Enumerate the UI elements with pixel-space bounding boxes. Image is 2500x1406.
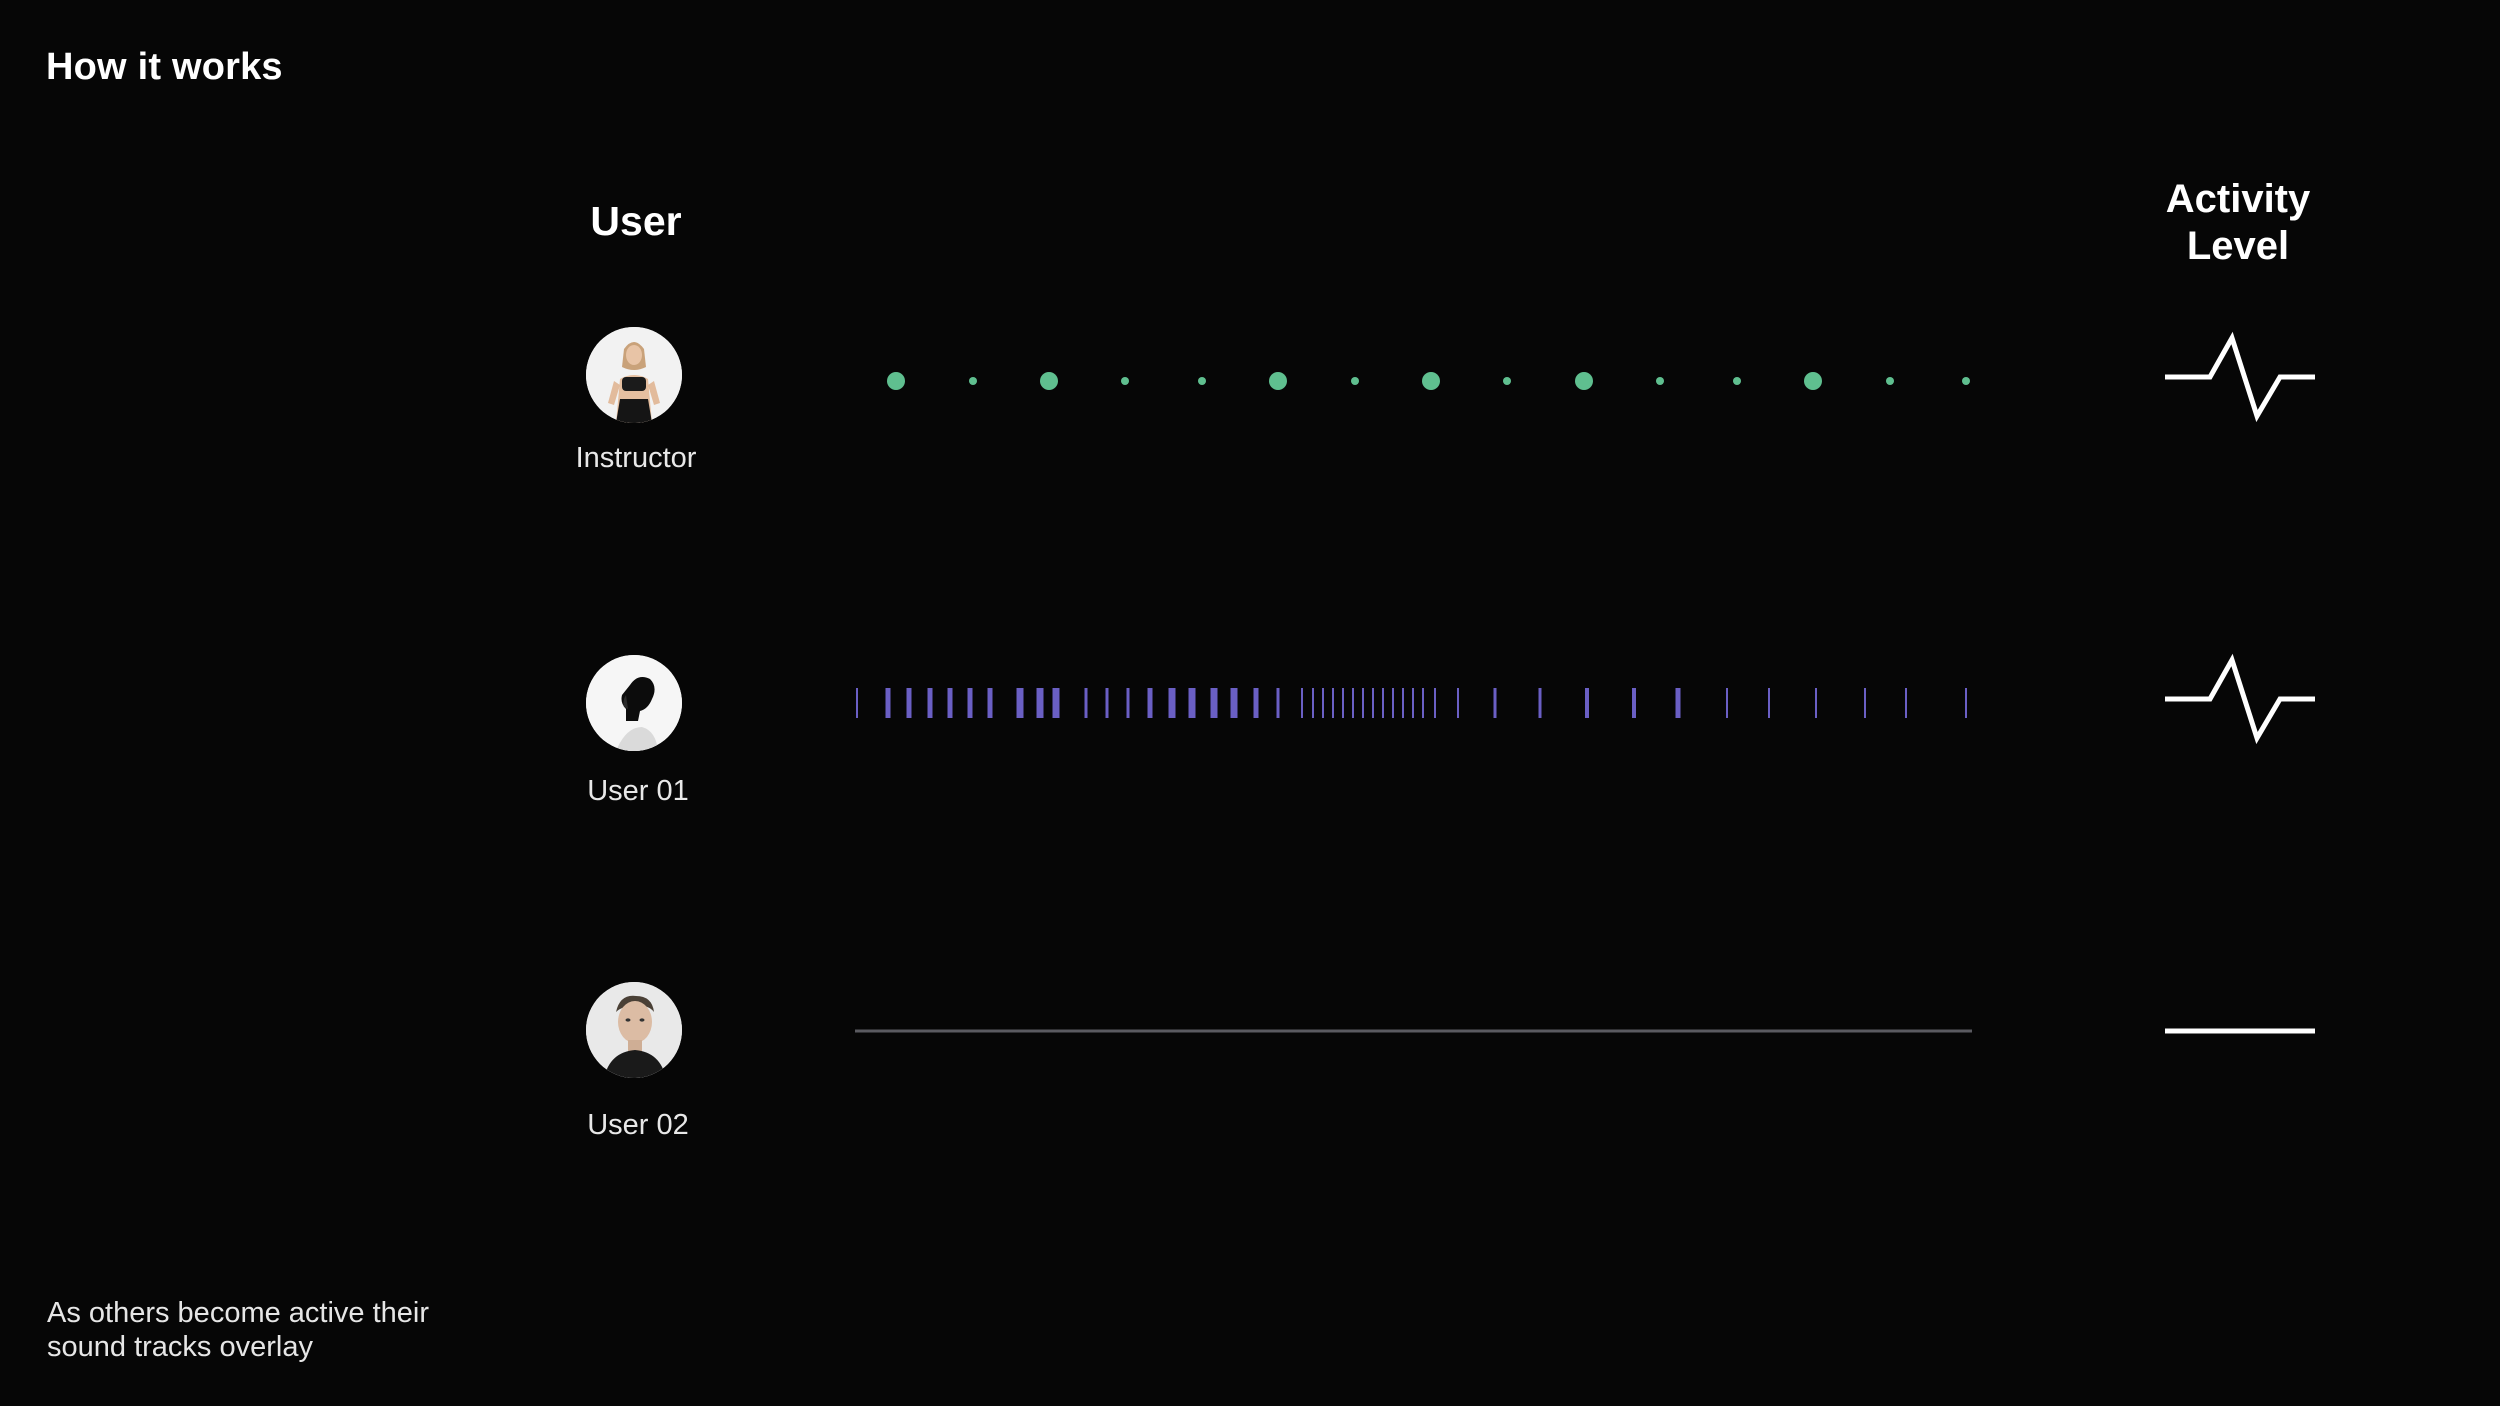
- footnote-line-1: As others become active their: [47, 1297, 430, 1329]
- user01-track-bar: [1105, 688, 1109, 718]
- user01-track-bar: [1362, 688, 1364, 718]
- user-label-instructor: Instructor: [575, 442, 697, 474]
- user01-track-bar: [1312, 688, 1314, 718]
- footnote-line-2: sound tracks overlay: [47, 1331, 313, 1363]
- user01-track-bar: [1016, 688, 1024, 718]
- profile-silhouette-icon: [586, 655, 682, 751]
- instructor-track-dot: [1656, 377, 1664, 385]
- user01-track-bar: [1675, 688, 1681, 718]
- user01-track-bar: [1276, 688, 1280, 718]
- user01-track-bar: [1147, 688, 1153, 718]
- activity-header-line-1: Activity: [2165, 177, 2311, 221]
- instructor-track-dot: [969, 377, 977, 385]
- instructor-photo-icon: [586, 327, 682, 423]
- user01-track-bar: [1301, 688, 1303, 718]
- instructor-track-dot: [1503, 377, 1511, 385]
- instructor-track-dot: [1804, 372, 1822, 390]
- footnote: As others become active their sound trac…: [47, 1296, 507, 1364]
- instructor-track-dot: [1962, 377, 1970, 385]
- activity-level-column-header: Activity Level: [2138, 176, 2338, 270]
- page-title: How it works: [46, 46, 283, 88]
- user01-track-bar: [1230, 688, 1238, 718]
- user01-avatar: [586, 655, 682, 751]
- user01-track-bar: [1382, 688, 1384, 718]
- user01-track-bar: [1726, 688, 1728, 718]
- user01-track-bar: [1322, 688, 1324, 718]
- user01-track-bar: [1768, 688, 1770, 718]
- user-label-user02: User 02: [587, 1109, 689, 1141]
- instructor-track-dot: [1351, 377, 1359, 385]
- user01-track-bar: [1210, 688, 1218, 718]
- user-column-header: User: [590, 198, 682, 244]
- instructor-track-dot: [1575, 372, 1593, 390]
- user01-track-bar: [1126, 688, 1130, 718]
- instructor-track-dot: [1733, 377, 1741, 385]
- user01-track-bar: [1052, 688, 1060, 718]
- user01-track-bar: [1632, 688, 1636, 718]
- user01-track-bar: [1412, 688, 1414, 718]
- user01-track-bar: [1422, 688, 1424, 718]
- instructor-activity-pulse-icon: [2165, 331, 2315, 423]
- user01-track-bar: [1372, 688, 1374, 718]
- user01-track-bar: [906, 688, 912, 718]
- instructor-avatar: [586, 327, 682, 423]
- user01-track-bar: [967, 688, 973, 718]
- user01-track-bar: [987, 688, 993, 718]
- instructor-track-dot: [1886, 377, 1894, 385]
- user01-activity-pulse-icon: [2165, 653, 2315, 745]
- user01-track-bar: [856, 688, 858, 718]
- user01-track-bar: [1332, 688, 1334, 718]
- user01-track-bar: [1864, 688, 1866, 718]
- instructor-track-dot: [1040, 372, 1058, 390]
- user01-sound-track: [856, 688, 1967, 718]
- user01-track-bar: [1253, 688, 1259, 718]
- user01-track-bar: [1342, 688, 1344, 718]
- instructor-track-dot: [1422, 372, 1440, 390]
- young-man-photo-icon: [586, 982, 682, 1078]
- user01-track-bar: [1585, 688, 1589, 718]
- user01-track-bar: [1965, 688, 1967, 718]
- user01-track-bar: [1457, 688, 1459, 718]
- user01-track-bar: [1905, 688, 1907, 718]
- instructor-track-dot: [1269, 372, 1287, 390]
- user01-track-bar: [1392, 688, 1394, 718]
- user01-track-bar: [927, 688, 933, 718]
- instructor-track-dot: [887, 372, 905, 390]
- user01-track-bar: [947, 688, 953, 718]
- user02-avatar: [586, 982, 682, 1078]
- user01-track-bar: [1168, 688, 1176, 718]
- instructor-track-dot: [1198, 377, 1206, 385]
- user01-track-bar: [1402, 688, 1404, 718]
- user01-track-bar: [1493, 688, 1497, 718]
- instructor-sound-track: [887, 372, 1970, 390]
- user01-track-bar: [885, 688, 891, 718]
- user01-track-bar: [1036, 688, 1044, 718]
- activity-header-line-2: Level: [2186, 224, 2290, 268]
- user01-track-bar: [1352, 688, 1354, 718]
- user01-track-bar: [1434, 688, 1436, 718]
- instructor-track-dot: [1121, 377, 1129, 385]
- user01-track-bar: [1188, 688, 1196, 718]
- user01-track-bar: [1815, 688, 1817, 718]
- user-label-user01: User 01: [587, 775, 689, 807]
- user01-track-bar: [1084, 688, 1088, 718]
- user01-track-bar: [1538, 688, 1542, 718]
